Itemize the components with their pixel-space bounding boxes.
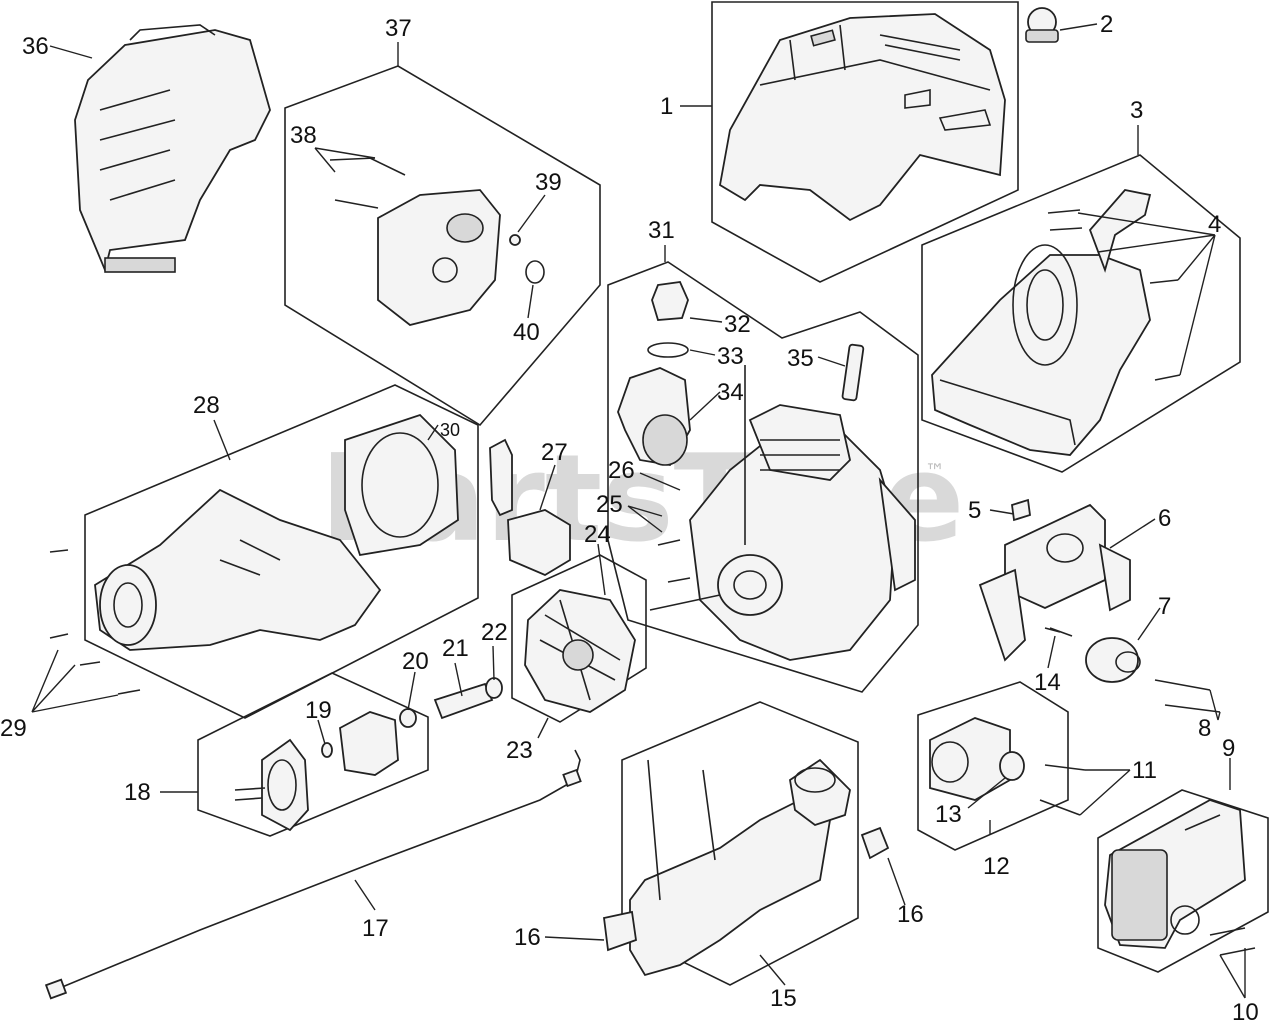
callout-5: 5 [968, 497, 981, 524]
callout-20: 20 [402, 648, 429, 675]
callout-21: 21 [442, 635, 469, 662]
callout-18: 18 [124, 779, 151, 806]
panel-engine-cover [711, 1, 1019, 283]
flywheel-part [524, 589, 636, 713]
callout-4: 4 [1208, 211, 1221, 238]
callout-28: 28 [193, 392, 220, 419]
muffler-part [329, 157, 545, 326]
clutch-drum-part [234, 677, 503, 832]
clutch-housing-part [49, 413, 459, 695]
callout-7: 7 [1158, 593, 1171, 620]
callout-16a: 16 [514, 924, 541, 951]
callout-38: 38 [290, 122, 317, 149]
ignition-coil-part [489, 438, 571, 577]
callout-24: 24 [584, 521, 611, 548]
callout-15: 15 [770, 985, 797, 1012]
callout-34: 34 [717, 379, 744, 406]
engine-block-part [649, 365, 916, 661]
callout-16b: 16 [897, 901, 924, 928]
callout-9: 9 [1222, 735, 1235, 762]
primer-bulb-part [1025, 7, 1059, 43]
air-filter-cover-part [1104, 799, 1256, 956]
intake-plate-part [978, 498, 1221, 713]
throttle-cable-part [44, 749, 582, 1000]
spark-plug-part [841, 343, 865, 402]
callout-labels: 1 2 3 4 5 6 7 8 9 10 11 12 13 14 15 16 1… [0, 11, 1259, 1026]
callout-8: 8 [1198, 715, 1211, 742]
callout-25: 25 [596, 491, 623, 518]
callout-19: 19 [305, 697, 332, 724]
callout-10: 10 [1232, 999, 1259, 1026]
carburetor-part [929, 717, 1086, 816]
callout-29: 29 [0, 715, 27, 742]
guard-shield-part [74, 24, 271, 273]
panel-carburetor [917, 681, 1069, 851]
callout-17: 17 [362, 915, 389, 942]
callout-6: 6 [1158, 505, 1171, 532]
panel-engine [607, 261, 919, 693]
callout-39: 39 [535, 169, 562, 196]
callout-23: 23 [506, 737, 533, 764]
callout-33: 33 [717, 343, 744, 370]
callout-14: 14 [1034, 669, 1061, 696]
panel-clutch [197, 672, 429, 837]
callout-36: 36 [22, 33, 49, 60]
callout-12: 12 [983, 853, 1010, 880]
engine-cover-part [719, 13, 1006, 222]
callout-3: 3 [1130, 97, 1143, 124]
callout-22: 22 [481, 619, 508, 646]
callout-37: 37 [385, 15, 412, 42]
callout-30: 30 [440, 420, 460, 440]
fuel-tank-part [603, 758, 890, 977]
panel-starter [921, 154, 1241, 473]
callout-35: 35 [787, 345, 814, 372]
callout-1: 1 [660, 93, 673, 120]
callout-2: 2 [1100, 11, 1113, 38]
callout-31: 31 [648, 217, 675, 244]
callout-40: 40 [513, 319, 540, 346]
callout-11: 11 [1132, 757, 1157, 784]
leader-lines [31, 23, 1246, 999]
intake-boot-part [617, 281, 691, 466]
starter-housing-part [931, 189, 1181, 456]
callout-27: 27 [541, 439, 568, 466]
callout-13: 13 [935, 801, 962, 828]
panel-air-filter [1097, 789, 1269, 973]
callout-26: 26 [608, 457, 635, 484]
trademark-symbol: ™ [925, 459, 945, 483]
bolt-14-part [1049, 627, 1073, 637]
callout-32: 32 [724, 311, 751, 338]
panel-clutch-housing [84, 384, 479, 719]
